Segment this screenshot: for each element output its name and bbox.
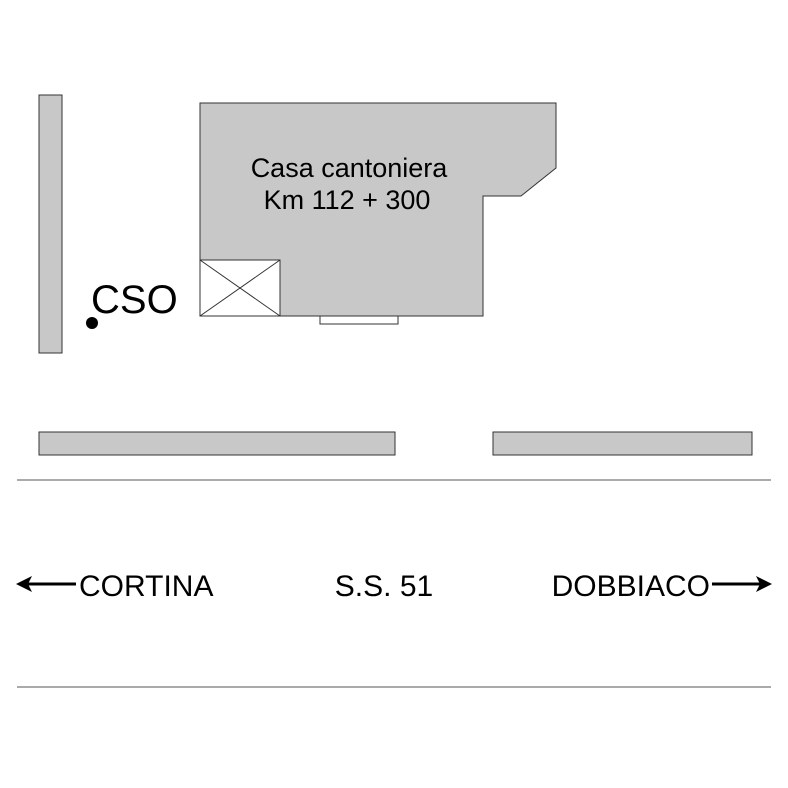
roadside-wall-right [492,431,753,456]
east-destination-label: DOBBIACO [552,570,710,603]
arrow-right-icon [712,576,772,592]
building-step [319,315,399,325]
building-km-label: Km 112 + 300 [264,185,431,215]
arrow-left-icon [16,576,76,592]
building-name-label: Casa cantoniera [251,153,449,183]
station-point-icon [86,317,98,329]
station-label: CSO [91,278,178,322]
road-name-label: S.S. 51 [335,570,433,603]
roadside-wall-left [38,431,396,456]
west-destination-label: CORTINA [79,570,213,603]
left-wall [38,94,63,354]
building-entrance-box [199,259,281,317]
